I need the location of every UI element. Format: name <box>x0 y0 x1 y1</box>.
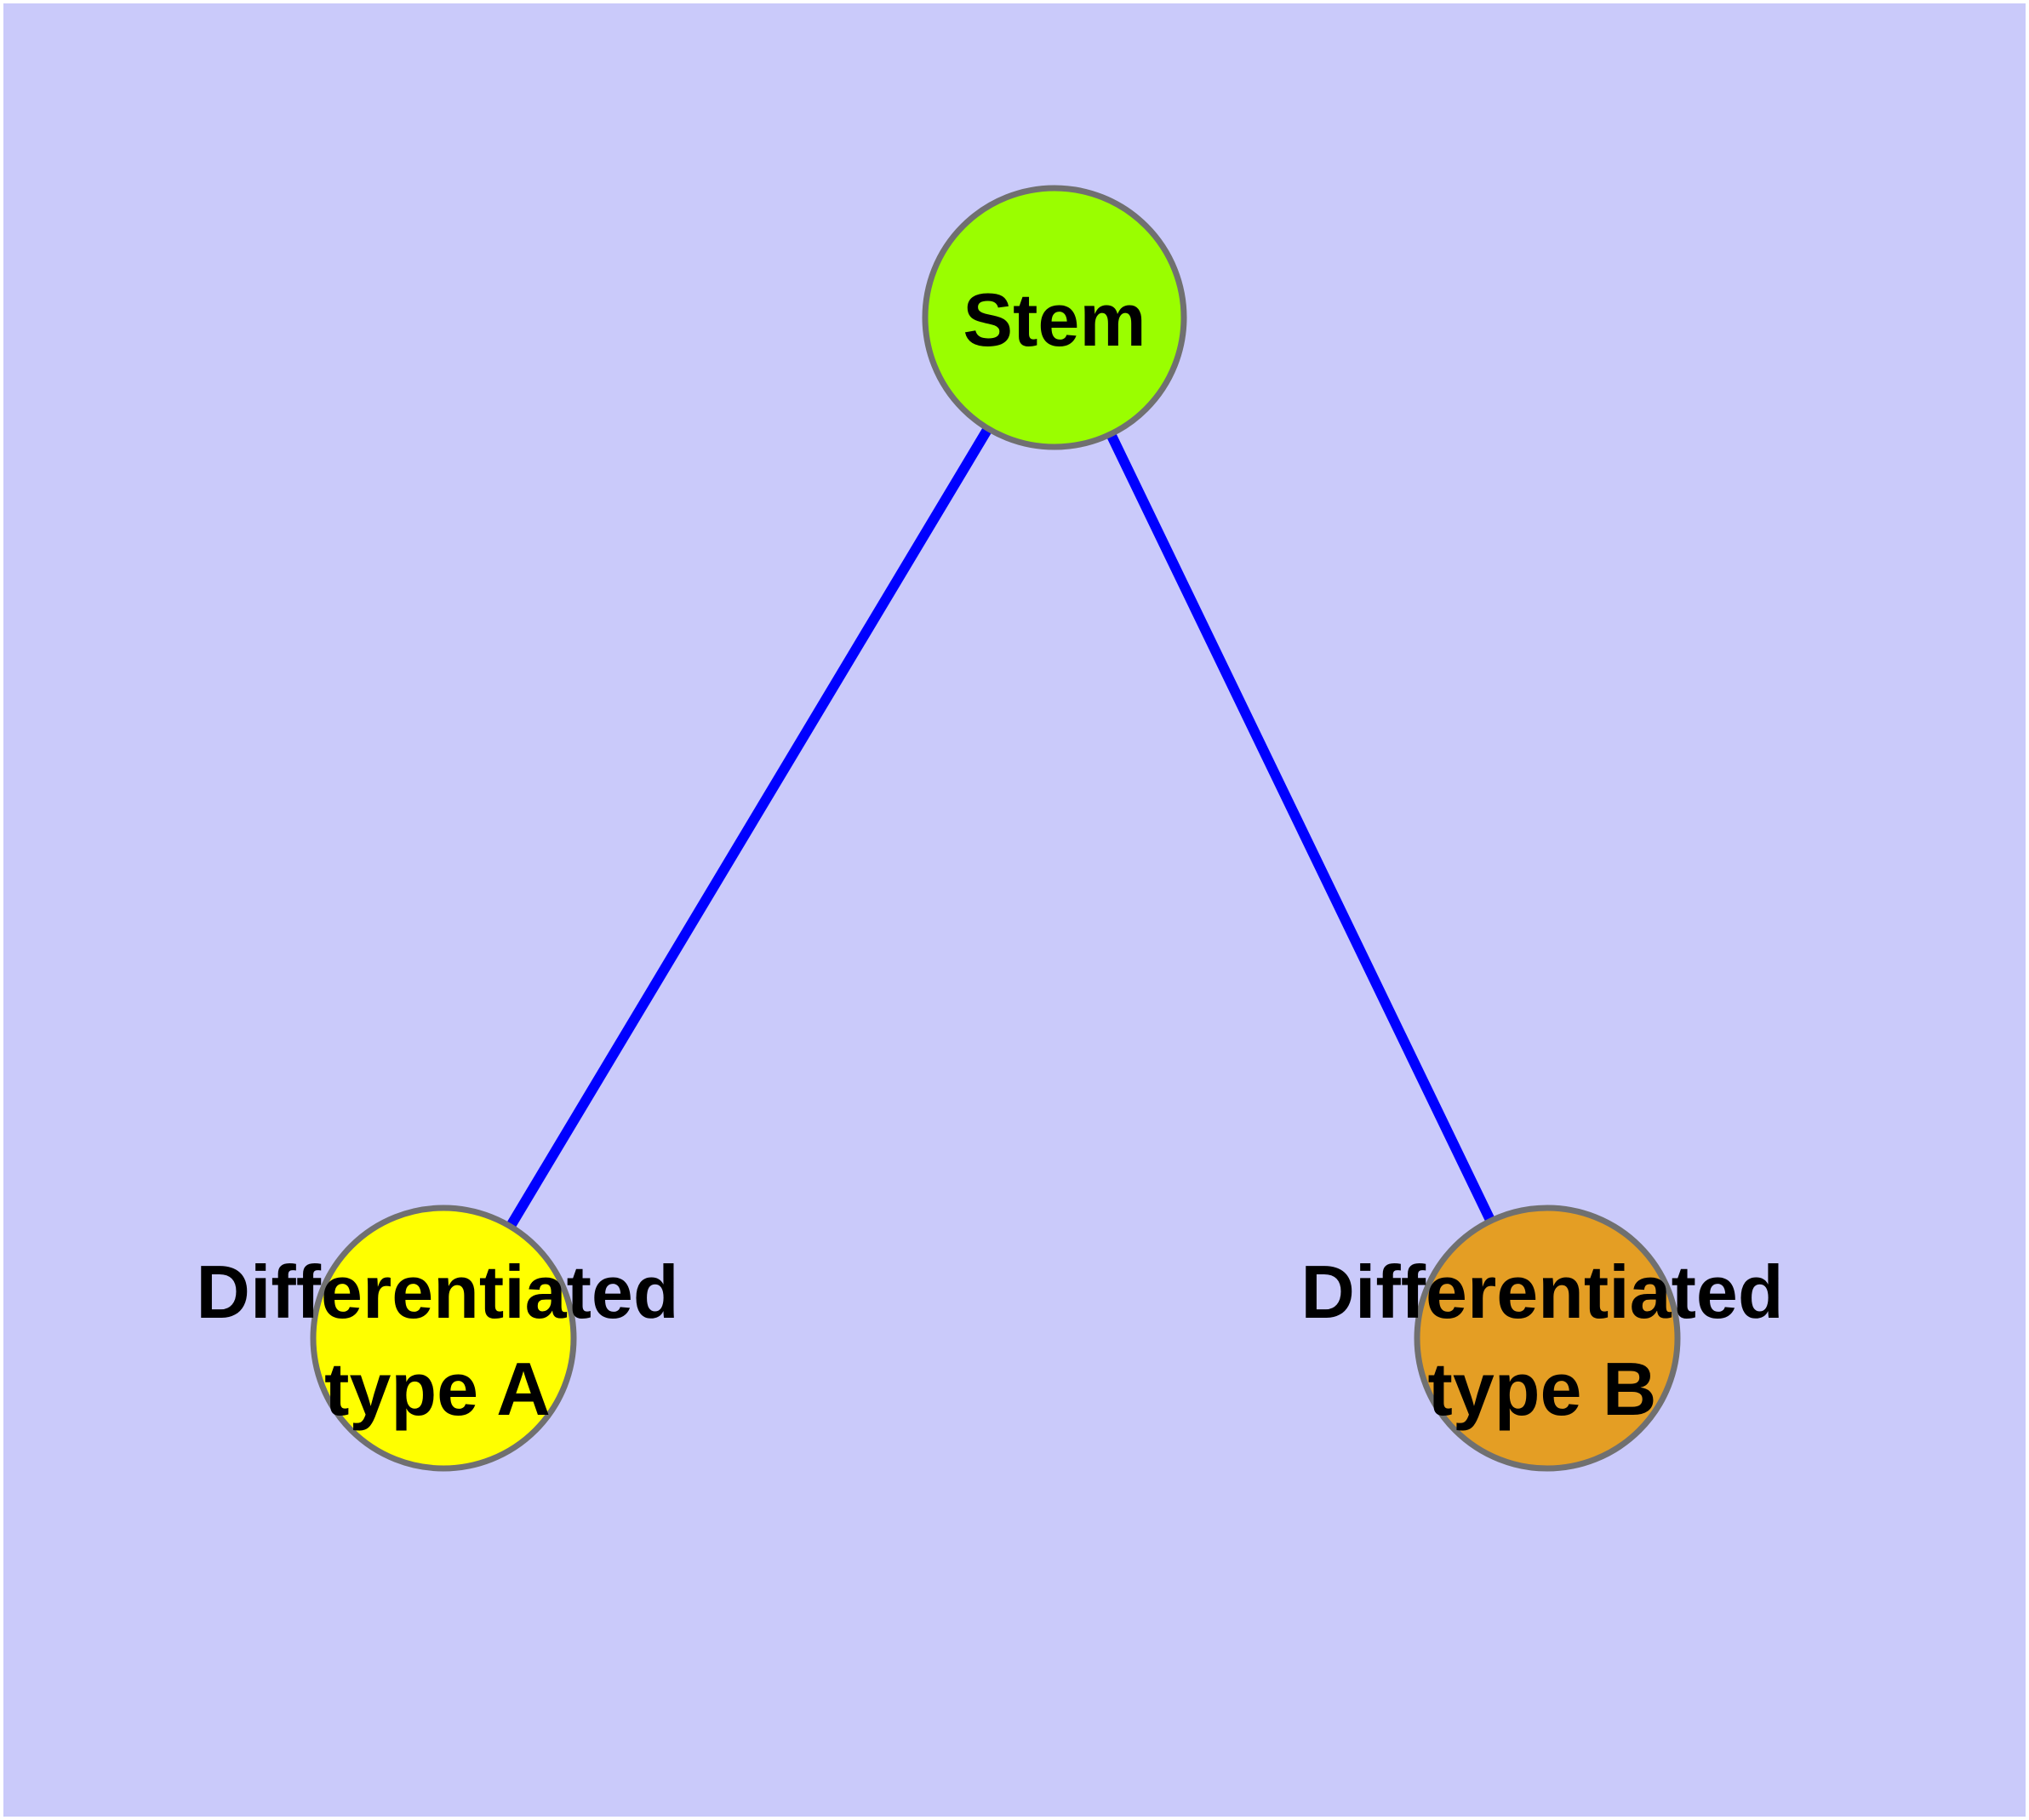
node-type-b-label-line2: type B <box>1428 1347 1657 1431</box>
node-stem-circle <box>922 185 1187 450</box>
node-type-b-label-line1: Differentiated <box>1300 1250 1783 1334</box>
node-stem-label: Stem <box>963 278 1146 362</box>
edge-stem-to-type-b <box>1049 315 1552 1341</box>
node-type-a-circle <box>310 1205 577 1472</box>
node-type-a-label-line2: type A <box>324 1347 551 1431</box>
node-type-a-label-line1: Differentiated <box>196 1250 678 1334</box>
edge-stem-to-type-a <box>438 314 1060 1342</box>
node-type-b-circle <box>1414 1205 1681 1472</box>
